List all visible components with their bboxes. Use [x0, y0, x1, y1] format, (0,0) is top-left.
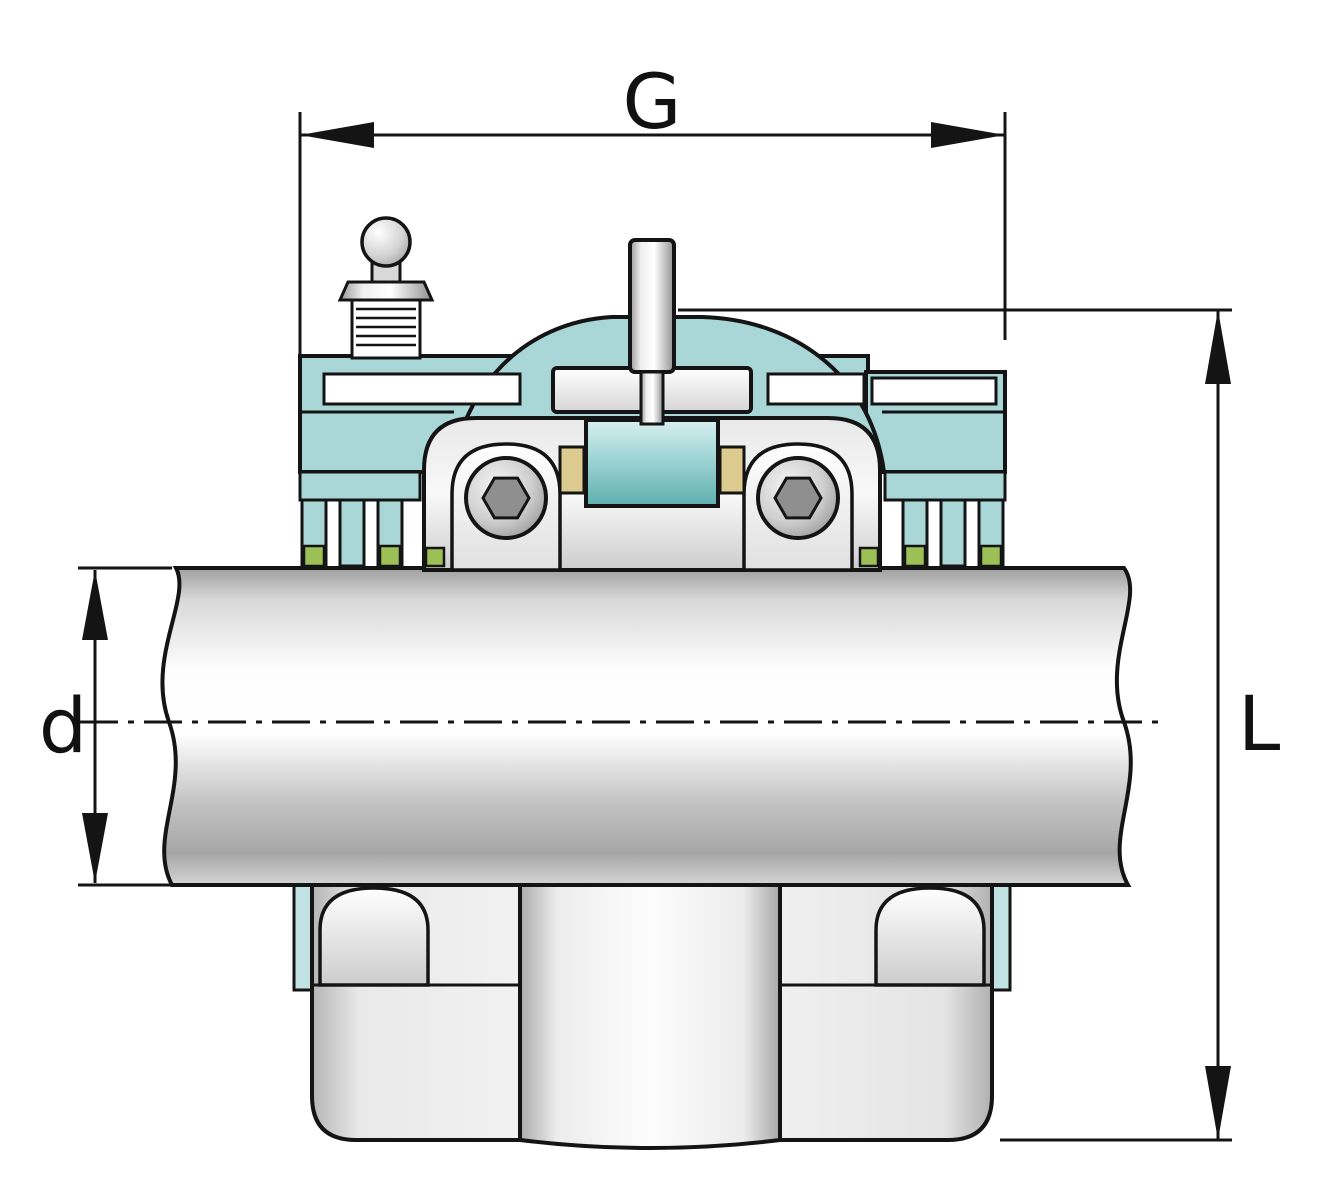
labyrinth-seal-left — [298, 470, 422, 568]
nipple-ball-head — [360, 216, 412, 268]
dimension-l: L — [678, 308, 1280, 1142]
roller-element — [584, 418, 720, 508]
cage-segment-left — [558, 445, 586, 495]
relief-arch-left — [318, 886, 430, 987]
g-arrow-right-icon — [931, 122, 1005, 148]
seal-carrier-left — [298, 470, 422, 502]
dimension-d-label: d — [39, 681, 87, 770]
pin-body — [628, 238, 676, 374]
labyrinth-seal-right — [883, 470, 1007, 568]
l-arrow-down-icon — [1205, 1066, 1231, 1140]
thread-hatching — [356, 307, 416, 347]
cap-screw-left — [464, 456, 548, 540]
d-arrow-down-icon — [82, 813, 108, 883]
seal-lip — [378, 544, 402, 568]
seal-carrier-right — [883, 470, 1007, 502]
dimension-g: G — [298, 57, 1007, 365]
dimension-d: d — [39, 566, 172, 887]
g-arrow-left-icon — [300, 122, 374, 148]
seal-lip-inner-left — [424, 546, 446, 568]
shaft — [160, 566, 1133, 887]
seal-lip-inner-right — [858, 546, 880, 568]
hex-socket-icon — [481, 476, 531, 520]
d-arrow-up-icon — [82, 570, 108, 640]
l-arrow-up-icon — [1205, 310, 1231, 384]
center-column — [518, 878, 782, 1150]
seal-lip — [979, 544, 1003, 568]
seal-tooth — [939, 498, 967, 568]
dimension-g-label: G — [623, 57, 682, 146]
nipple-hex-base — [337, 280, 435, 302]
groove-slot-left — [322, 372, 522, 406]
relief-arch-right — [874, 886, 986, 987]
locating-pin — [551, 238, 753, 426]
hex-socket-icon — [773, 476, 823, 520]
seal-tooth — [338, 498, 366, 568]
groove-slot-right — [870, 376, 998, 406]
cage-segment-right — [718, 445, 746, 495]
seal-lip — [903, 544, 927, 568]
cap-screw-right — [756, 456, 840, 540]
dimension-l-label: L — [1238, 679, 1280, 768]
grease-nipple — [337, 216, 435, 360]
upper-housing — [298, 216, 1007, 572]
seal-lip — [302, 544, 326, 568]
groove-slot-mid-right — [766, 372, 866, 406]
pin-stem — [639, 370, 665, 426]
